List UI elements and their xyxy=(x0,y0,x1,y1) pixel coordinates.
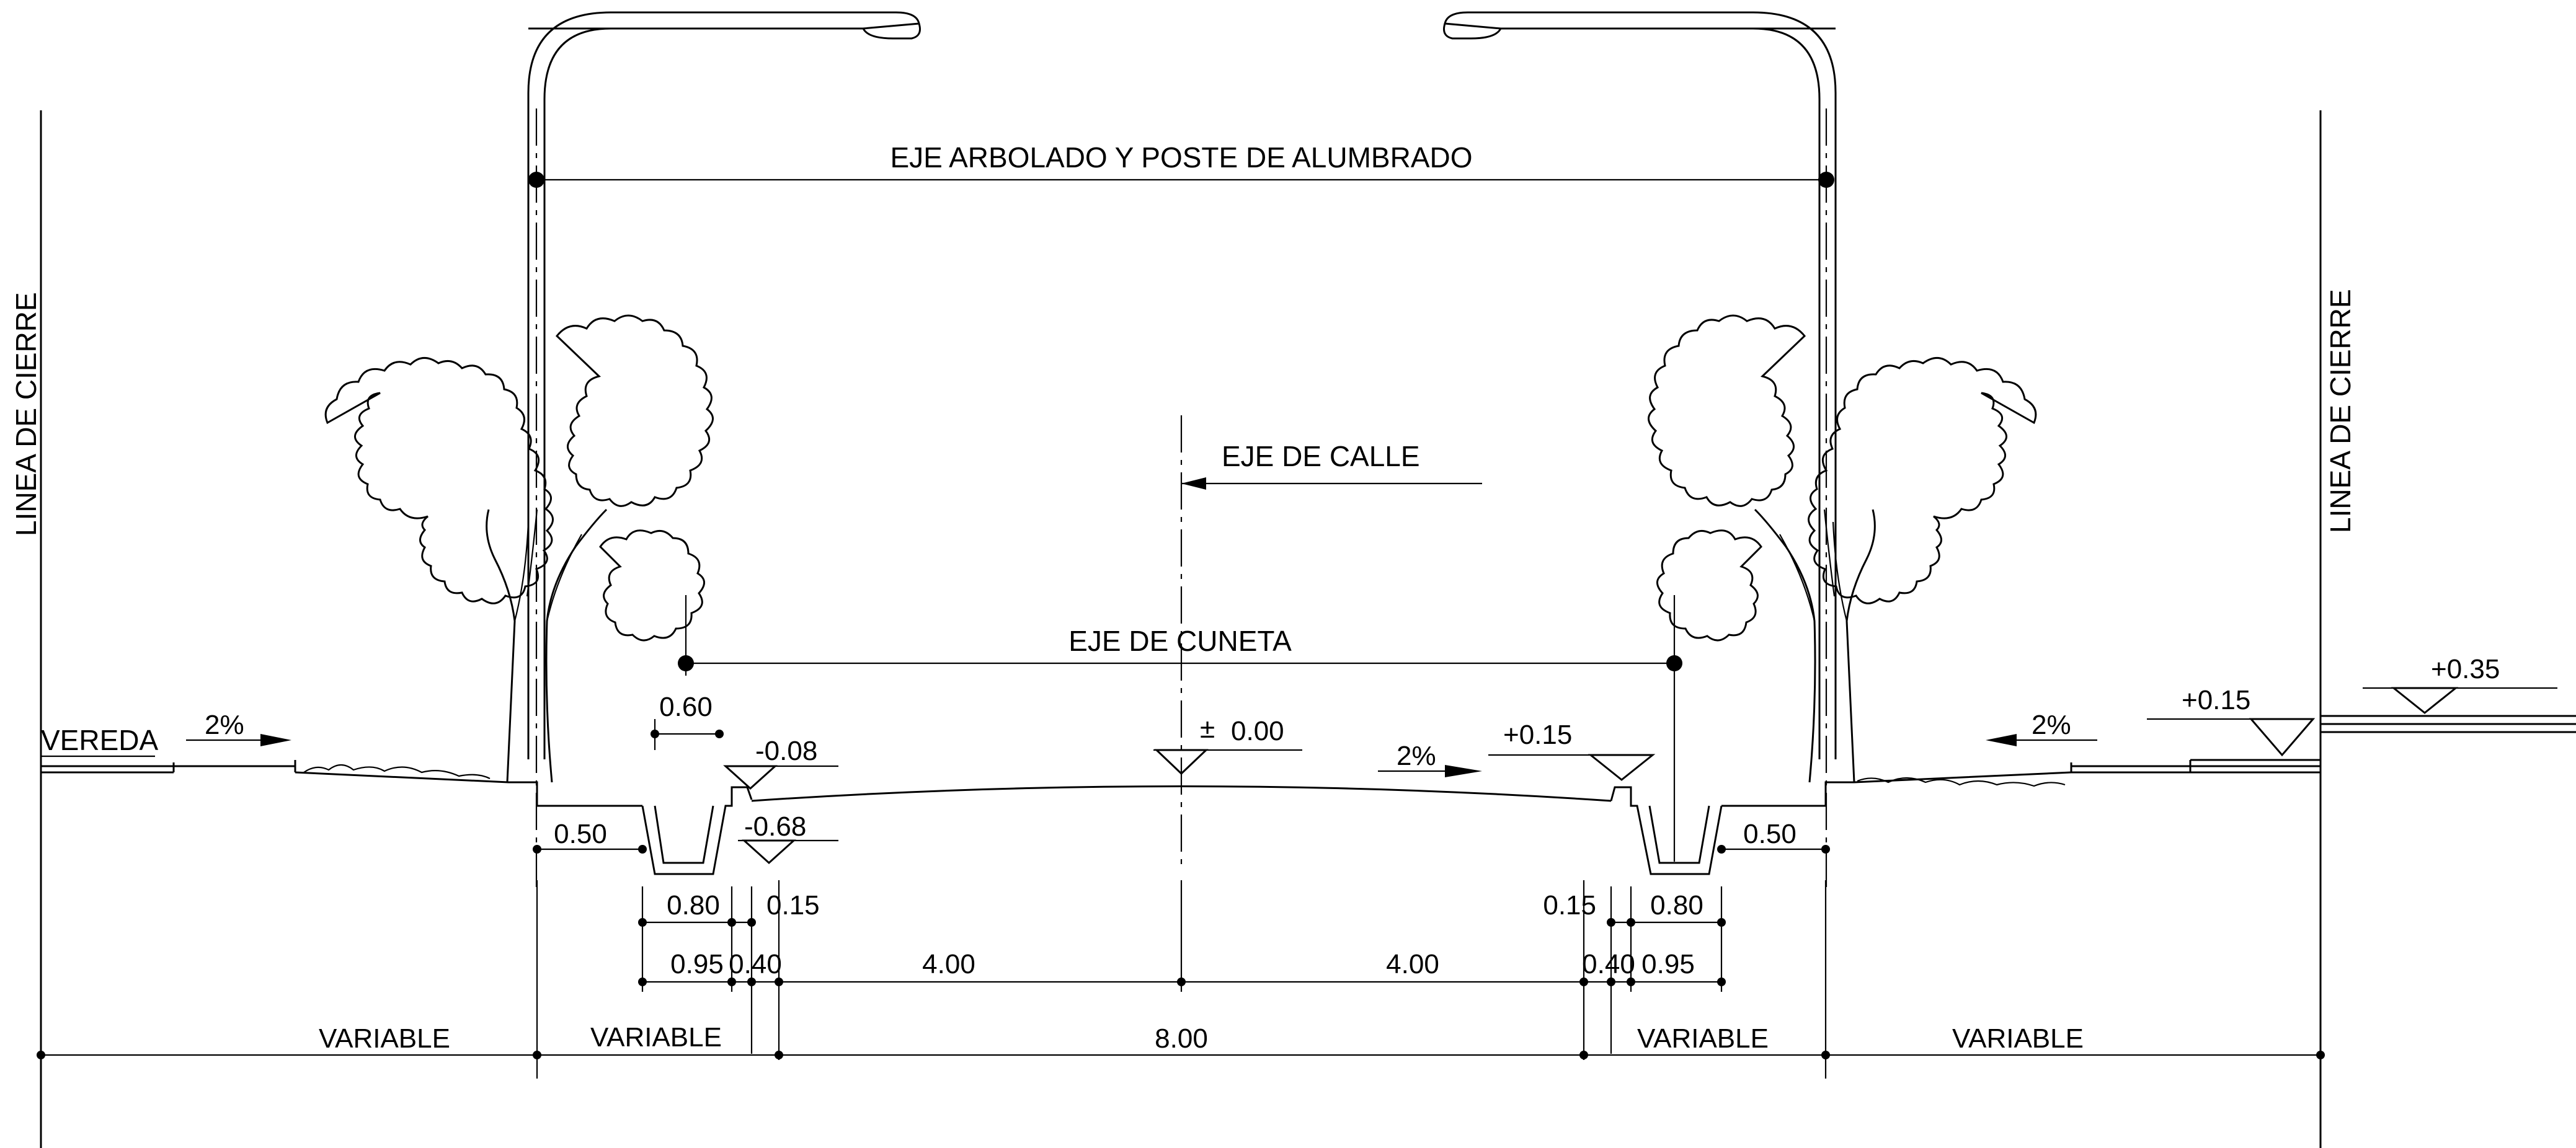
tree-lamp-axis-label: EJE ARBOLADO Y POSTE DE ALUMBRADO xyxy=(890,141,1472,174)
street-lamp-right xyxy=(1443,11,1837,759)
gutter-axis-label: EJE DE CUNETA xyxy=(1068,625,1292,657)
boundary-label-right: LINEA DE CIERRE xyxy=(2324,289,2356,533)
svg-text:VARIABLE: VARIABLE xyxy=(319,1023,450,1054)
dim-tree-gutter-left: 0.50 xyxy=(533,819,647,854)
svg-text:0.15: 0.15 xyxy=(1543,890,1596,921)
svg-text:0.80: 0.80 xyxy=(667,890,720,921)
dim-row2-left: 0.80 0.15 xyxy=(638,886,820,1054)
slope-right-sidewalk: 2% xyxy=(1986,710,2097,746)
dim-gutter-offset: 0.60 xyxy=(651,692,724,750)
svg-text:0.00: 0.00 xyxy=(1231,716,1284,746)
svg-text:0.40: 0.40 xyxy=(1582,949,1635,979)
slope-road: 2% xyxy=(1378,741,1482,777)
svg-text:VARIABLE: VARIABLE xyxy=(590,1022,722,1053)
level-property-right: +0.35 xyxy=(2363,654,2557,714)
svg-text:±: ± xyxy=(1200,713,1215,744)
svg-text:4.00: 4.00 xyxy=(922,949,975,979)
svg-text:+0.15: +0.15 xyxy=(2182,685,2250,715)
svg-text:0.95: 0.95 xyxy=(670,949,724,979)
dim-totals: VARIABLE VARIABLE 8.00 VARIABLE VARIABLE xyxy=(37,880,2325,1079)
dim-row3: 0.95 0.40 4.00 4.00 0.40 0.95 xyxy=(638,880,1726,1060)
svg-text:+0.35: +0.35 xyxy=(2431,654,2500,684)
svg-text:0.15: 0.15 xyxy=(766,890,820,921)
level-road-center: ± 0.00 xyxy=(1153,713,1302,775)
svg-text:0.60: 0.60 xyxy=(659,692,713,722)
level-gutter-left-top: -0.08 xyxy=(723,736,838,790)
tree-left xyxy=(324,314,714,784)
svg-text:0.80: 0.80 xyxy=(1650,890,1703,921)
svg-text:-0.08: -0.08 xyxy=(755,736,817,766)
dim-row2-right: 0.15 0.80 xyxy=(1543,886,1726,1054)
svg-text:2%: 2% xyxy=(1397,741,1436,771)
street-lamp-left xyxy=(527,11,921,759)
svg-text:0.95: 0.95 xyxy=(1641,949,1695,979)
tree-right xyxy=(1647,314,2037,784)
level-sidewalk-right: +0.15 xyxy=(2147,685,2316,757)
sidewalk-label: VEREDA xyxy=(41,724,158,756)
boundary-label-left: LINEA DE CIERRE xyxy=(10,292,42,536)
svg-text:8.00: 8.00 xyxy=(1155,1023,1208,1054)
level-curb-right: +0.15 xyxy=(1488,720,1656,781)
svg-text:VARIABLE: VARIABLE xyxy=(1952,1023,2084,1054)
svg-text:+0.15: +0.15 xyxy=(1503,720,1572,750)
svg-text:4.00: 4.00 xyxy=(1386,949,1439,979)
svg-text:-0.68: -0.68 xyxy=(744,811,806,842)
svg-text:2%: 2% xyxy=(205,710,244,740)
svg-text:0.40: 0.40 xyxy=(729,949,782,979)
svg-text:0.50: 0.50 xyxy=(554,819,607,849)
svg-text:VARIABLE: VARIABLE xyxy=(1637,1023,1769,1054)
street-axis-label: EJE DE CALLE xyxy=(1222,440,1420,472)
level-gutter-left-bottom: -0.68 xyxy=(738,811,838,865)
svg-text:0.50: 0.50 xyxy=(1743,819,1797,849)
slope-left-sidewalk: 2% xyxy=(186,710,291,746)
svg-text:2%: 2% xyxy=(2032,710,2071,740)
dim-tree-gutter-right: 0.50 xyxy=(1717,819,1830,854)
